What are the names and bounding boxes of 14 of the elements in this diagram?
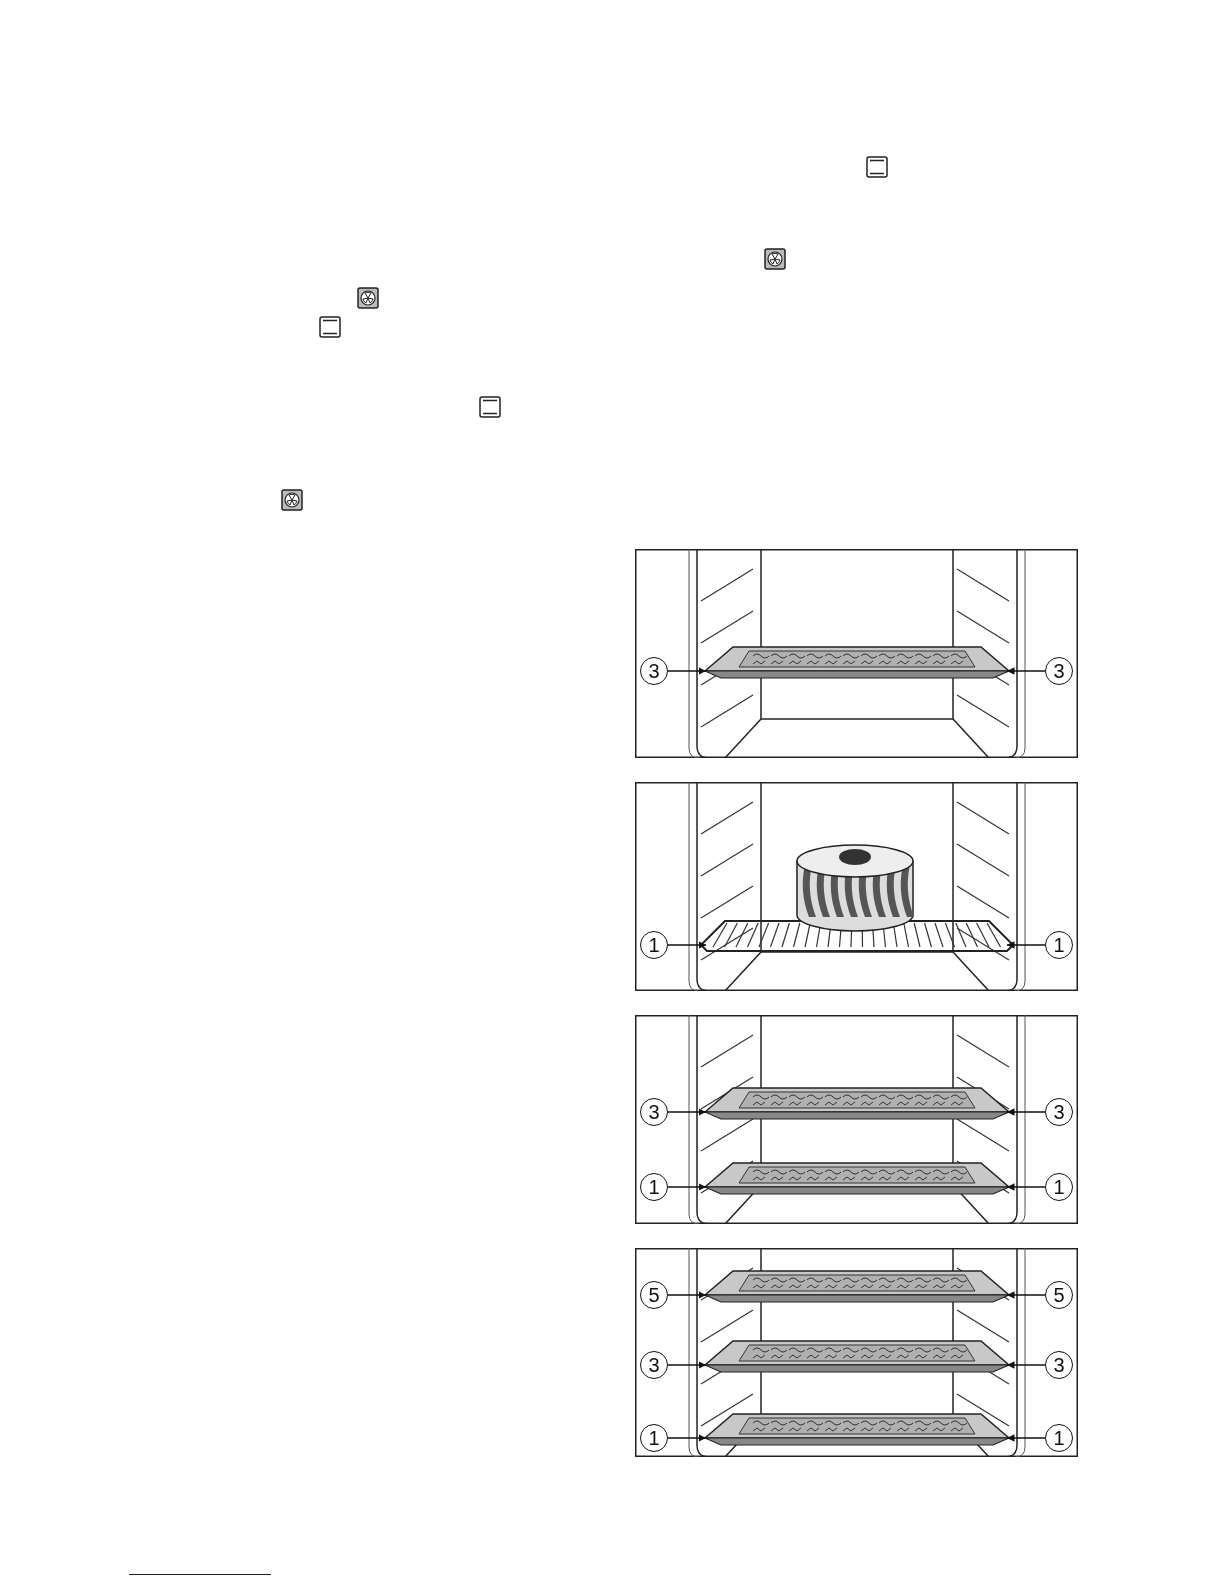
leader-arrow bbox=[667, 1434, 707, 1442]
leader-arrow bbox=[667, 941, 707, 949]
leader-arrow bbox=[1006, 1434, 1046, 1442]
leader-arrow bbox=[667, 1291, 707, 1299]
leader-arrow bbox=[667, 1361, 707, 1369]
leader-arrow bbox=[1006, 1183, 1046, 1191]
leader-arrow bbox=[1006, 667, 1046, 675]
leader-arrow bbox=[1006, 1361, 1046, 1369]
leader-arrow bbox=[1006, 1291, 1046, 1299]
leader-arrow bbox=[1006, 1108, 1046, 1116]
leader-arrow bbox=[667, 1108, 707, 1116]
leader-arrow bbox=[1006, 941, 1046, 949]
leader-arrow bbox=[667, 667, 707, 675]
leader-arrow bbox=[667, 1183, 707, 1191]
